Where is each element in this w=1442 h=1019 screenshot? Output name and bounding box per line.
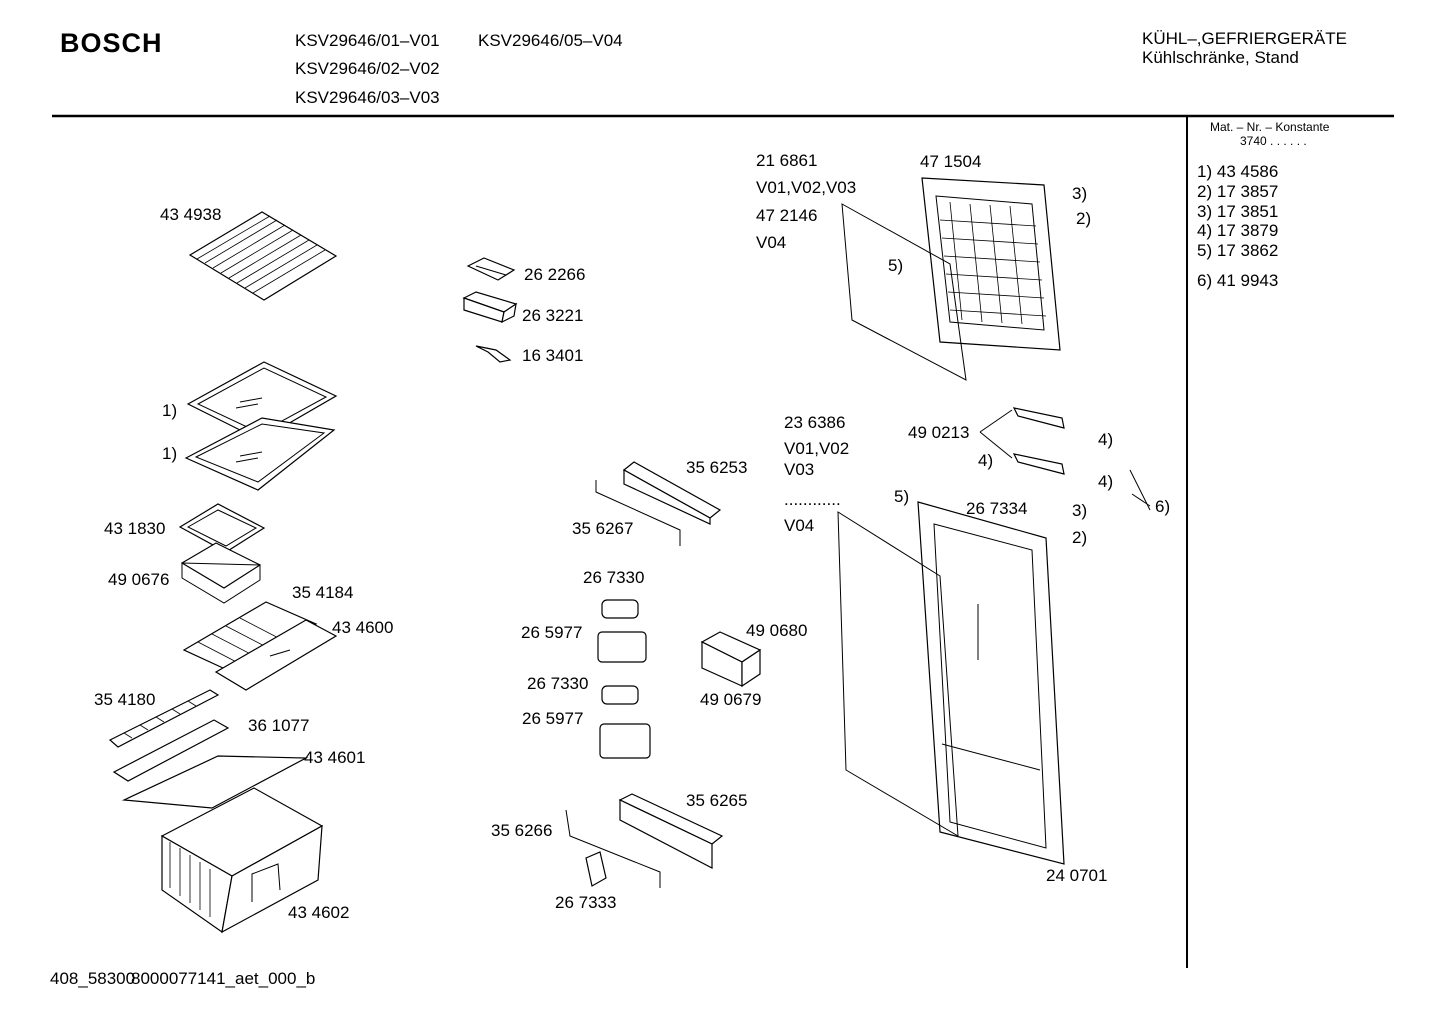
handle-drawing <box>980 408 1150 510</box>
category-subtitle: Kühlschränke, Stand <box>1142 48 1299 67</box>
sidebar-item-code: 17 3862 <box>1216 241 1279 260</box>
sidebar-item-code: 17 3851 <box>1216 202 1279 221</box>
footer-code: 8000077141_aet_000_b <box>131 969 316 988</box>
part-number-label: 26 7330 <box>583 568 645 587</box>
fridge-door-drawing <box>838 502 1064 864</box>
variant-label: V01,V02 <box>784 439 850 458</box>
part-number-label: 21 6861 <box>756 151 818 170</box>
part-number-label: 49 0676 <box>108 570 170 589</box>
part-number-label: 26 5977 <box>521 623 583 642</box>
model-number: KSV29646/03–V03 <box>295 88 440 107</box>
part-number-label: 49 0213 <box>908 423 970 442</box>
variant-label: V01,V02,V03 <box>756 178 857 197</box>
variant-label: V04 <box>756 233 787 252</box>
brand-logo: BOSCH <box>60 28 163 58</box>
variant-label: V04 <box>784 516 815 535</box>
part-number-label: 23 6386 <box>784 413 846 432</box>
sidebar-item-code: 41 9943 <box>1216 271 1279 290</box>
reference-label: 6) <box>1155 497 1171 516</box>
model-number: KSV29646/05–V04 <box>478 31 623 50</box>
tray-drawing <box>180 504 264 603</box>
part-number-label: 49 0679 <box>700 690 762 709</box>
part-number-label: 16 3401 <box>522 346 584 365</box>
category-title: KÜHL–,GEFRIERGERÄTE <box>1142 29 1347 48</box>
sidebar-item: 1) 43 4586 <box>1197 162 1278 182</box>
sidebar-item-code: 17 3879 <box>1216 221 1279 240</box>
reference-label: 3) <box>1072 184 1088 203</box>
part-number-label: 43 4602 <box>288 903 350 922</box>
part-number-label: 35 6266 <box>491 821 553 840</box>
variant-separator: ............ <box>784 490 841 509</box>
part-number-label: 35 6267 <box>572 519 634 538</box>
reference-label: 1) <box>162 401 178 420</box>
reference-label: 5) <box>894 487 910 506</box>
sidebar-item-number: 1) <box>1197 162 1213 181</box>
reference-label: 4) <box>978 451 994 470</box>
part-number-label: 43 4600 <box>332 618 394 637</box>
freezer-door-drawing <box>842 178 1060 380</box>
reference-label: 3) <box>1072 501 1088 520</box>
reference-label: 2) <box>1076 209 1092 228</box>
wire-shelf-drawing <box>190 212 336 300</box>
sidebar-item: 3) 17 3851 <box>1197 202 1278 222</box>
sidebar-item-number: 5) <box>1197 241 1213 260</box>
part-number-label: 43 4601 <box>304 748 366 767</box>
ice-accessories-drawing <box>464 258 516 362</box>
reference-label: 2) <box>1072 528 1088 547</box>
part-number-label: 43 4938 <box>160 205 222 224</box>
sidebar-item: 2) 17 3857 <box>1197 182 1278 202</box>
sidebar-item: 5) 17 3862 <box>1197 241 1278 261</box>
sidebar-item-number: 6) <box>1197 271 1213 290</box>
reference-label: 5) <box>888 256 904 275</box>
part-number-label: 26 7330 <box>527 674 589 693</box>
model-number: KSV29646/02–V02 <box>295 59 440 78</box>
reference-label: 4) <box>1098 472 1114 491</box>
part-number-label: 49 0680 <box>746 621 808 640</box>
part-number-label: 35 6265 <box>686 791 748 810</box>
sidebar-item: 6) 41 9943 <box>1197 271 1278 291</box>
reference-label: 4) <box>1098 430 1114 449</box>
glass-shelf-drawing <box>186 362 336 490</box>
part-number-label: 43 1830 <box>104 519 166 538</box>
part-number-label: 36 1077 <box>248 716 310 735</box>
sidebar-item-number: 2) <box>1197 182 1213 201</box>
reference-label: 1) <box>162 444 178 463</box>
sidebar-item: 4) 17 3879 <box>1197 221 1278 241</box>
part-number-label: 26 7333 <box>555 893 617 912</box>
part-number-label: 24 0701 <box>1046 866 1108 885</box>
part-number-label: 35 4180 <box>94 690 156 709</box>
part-number-label: 47 1504 <box>920 152 982 171</box>
variant-label: V03 <box>784 460 815 479</box>
part-number-label: 35 4184 <box>292 583 354 602</box>
part-number-label: 26 7334 <box>966 499 1028 518</box>
sidebar-item-code: 43 4586 <box>1216 162 1279 181</box>
crisper-box-drawing <box>162 788 322 932</box>
part-number-label: 26 3221 <box>522 306 584 325</box>
part-number-label: 26 2266 <box>524 265 586 284</box>
sidebar-item-number: 4) <box>1197 221 1213 240</box>
footer-code: 408_58300 <box>50 969 136 988</box>
mat-nr-value: 3740 . . . . . . <box>1240 134 1307 148</box>
crisper-cover-drawing <box>110 602 336 808</box>
sidebar-item-code: 17 3857 <box>1216 182 1279 201</box>
mat-nr-label: Mat. – Nr. – Konstante <box>1210 120 1330 134</box>
model-number: KSV29646/01–V01 <box>295 31 440 50</box>
part-number-label: 47 2146 <box>756 206 818 225</box>
part-number-label: 26 5977 <box>522 709 584 728</box>
door-shelf-drawing <box>566 462 760 888</box>
sidebar-item-number: 3) <box>1197 202 1213 221</box>
part-number-label: 35 6253 <box>686 458 748 477</box>
